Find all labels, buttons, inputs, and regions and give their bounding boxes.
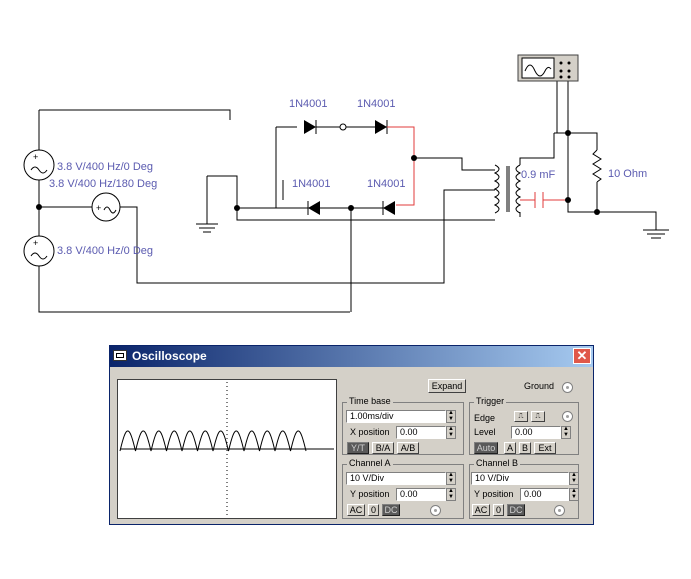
transformer[interactable] [493,164,522,214]
diode-label-2: 1N4001 [357,98,396,110]
diode-label-4: 1N4001 [367,178,406,190]
window-title: Oscilloscope [132,349,207,363]
channel-b-zero-button[interactable]: 0 [493,504,504,516]
channel-b-scale-field[interactable]: 10 V/Div [471,472,569,485]
ab-button[interactable]: A/B [397,442,419,454]
ext-button[interactable]: Ext [534,442,556,454]
x-position-label: X position [350,427,390,437]
oscilloscope-instrument-icon[interactable] [517,54,579,82]
channel-a-ypos-field[interactable]: 0.00 [396,488,446,501]
rising-edge-button[interactable]: ⎍ [514,411,528,422]
channel-a-scale-field[interactable]: 10 V/Div [346,472,446,485]
rising-edge-icon: ⎍ [518,413,524,420]
channel-a-dc-button[interactable]: DC [382,504,400,516]
window-icon [113,350,127,361]
diode-d2[interactable] [375,120,388,134]
diode-d3[interactable] [307,201,320,215]
channel-a-scale-spinner[interactable]: ▲▼ [446,472,456,485]
falling-edge-icon: ⎍ [535,413,541,420]
svg-text:+: + [33,238,38,248]
resistor-label: 10 Ohm [608,168,647,180]
trigger-title: Trigger [474,396,507,406]
channel-a-terminal[interactable] [430,505,441,516]
diode-label-3: 1N4001 [292,178,331,190]
channel-a-ac-button[interactable]: AC [347,504,365,516]
trigger-terminal[interactable] [562,411,573,422]
resistor[interactable] [592,149,602,183]
ac-source-bottom[interactable]: + [23,235,55,267]
channel-b-scale-spinner[interactable]: ▲▼ [569,472,579,485]
source-top-label: 3.8 V/400 Hz/0 Deg [57,161,153,173]
time-base-title: Time base [347,396,393,406]
trigger-a-button[interactable]: A [504,442,516,454]
channel-a-ypos-label: Y position [350,489,390,499]
channel-b-terminal[interactable] [554,505,565,516]
diode-d4[interactable] [382,201,395,215]
channel-a-ypos-spinner[interactable]: ▲▼ [446,488,456,501]
svg-text:+: + [96,203,101,213]
diode-d1[interactable] [304,120,317,134]
level-label: Level [474,427,496,437]
ac-source-top[interactable]: + [23,149,55,181]
channel-a-zero-button[interactable]: 0 [368,504,379,516]
close-button[interactable]: ✕ [573,348,591,364]
diode-label-1: 1N4001 [289,98,328,110]
circuit-schematic: + + + 3.8 V/400 Hz/0 Deg 3.8 V/400 Hz/18… [23,54,669,313]
channel-a-trace [119,430,307,452]
level-spinner[interactable]: ▲▼ [561,426,571,439]
level-field[interactable]: 0.00 [511,426,561,439]
ground-terminal[interactable] [562,382,573,393]
x-position-spinner[interactable]: ▲▼ [446,426,456,439]
oscilloscope-display [117,379,337,519]
trigger-group: Trigger [469,396,579,455]
channel-a-title: Channel A [347,458,393,468]
oscilloscope-titlebar[interactable]: Oscilloscope ✕ [110,346,593,367]
channel-b-ypos-field[interactable]: 0.00 [520,488,569,501]
close-icon: ✕ [576,348,588,363]
channel-b-ypos-label: Y position [474,489,514,499]
capacitor[interactable] [520,192,568,208]
time-base-group: Time base [342,396,464,455]
expand-button[interactable]: Expand [428,379,466,393]
channel-b-ypos-spinner[interactable]: ▲▼ [569,488,579,501]
capacitor-label: 0.9 mF [521,169,556,181]
edge-label: Edge [474,413,496,423]
time-base-field[interactable]: 1.00ms/div [346,410,446,423]
waveform-plot [119,382,334,516]
svg-text:+: + [33,152,38,162]
time-base-spinner[interactable]: ▲▼ [446,410,456,423]
channel-b-ac-button[interactable]: AC [472,504,490,516]
trigger-b-button[interactable]: B [519,442,531,454]
channel-b-dc-button[interactable]: DC [507,504,525,516]
x-position-field[interactable]: 0.00 [396,426,446,439]
ba-button[interactable]: B/A [372,442,394,454]
oscilloscope-window: Oscilloscope ✕ Expand Ground Time base 1… [109,345,594,525]
falling-edge-button[interactable]: ⎍ [531,411,545,422]
ground-label: Ground [524,381,555,391]
auto-button[interactable]: Auto [474,442,498,454]
source-bot-label: 3.8 V/400 Hz/0 Deg [57,245,153,257]
source-mid-label: 3.8 V/400 Hz/180 Deg [49,178,157,190]
yt-button[interactable]: Y/T [347,442,369,454]
channel-b-title: Channel B [474,458,521,468]
ac-source-middle[interactable]: + [91,192,121,222]
channel-a-group: Channel A [342,458,464,519]
